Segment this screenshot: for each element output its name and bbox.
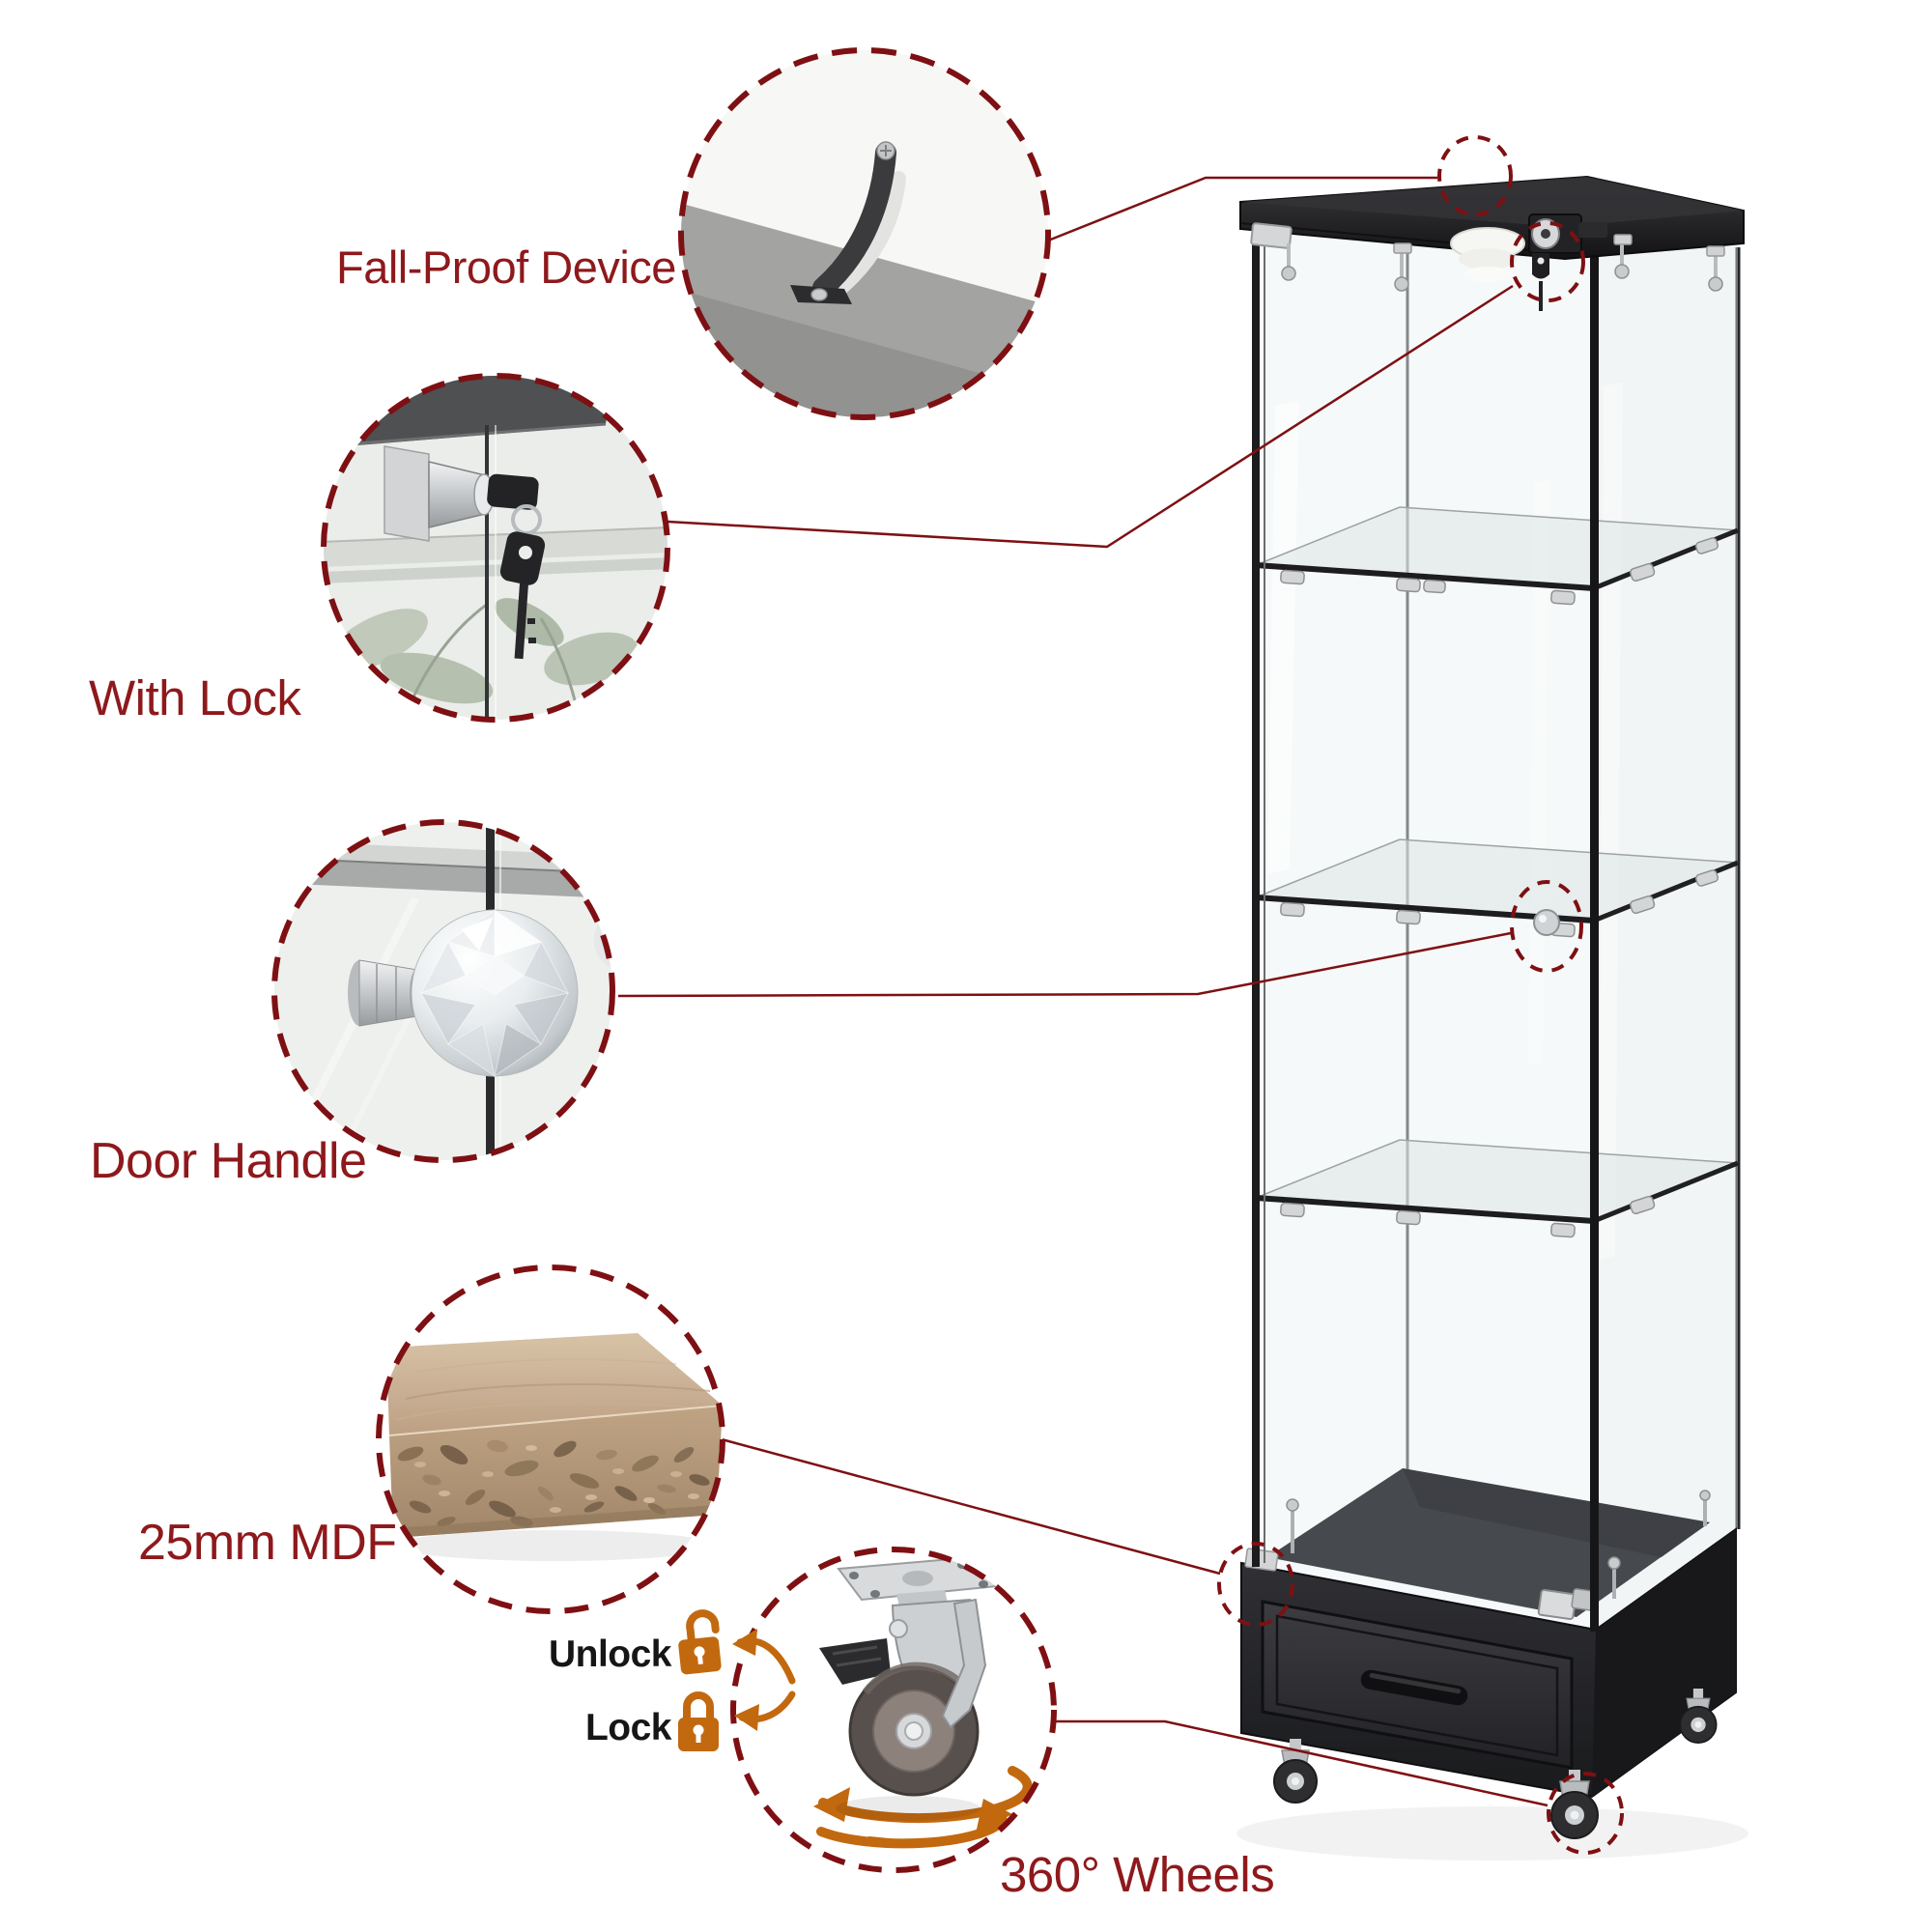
glass-shelf-3	[1255, 1139, 1739, 1238]
cabinet-base	[1240, 1468, 1737, 1839]
base-right-face	[1592, 1529, 1736, 1797]
callout-line-wheels	[1054, 1719, 1548, 1807]
label-unlock: Unlock	[548, 1634, 672, 1675]
drawer-handle	[1360, 1669, 1468, 1706]
target-wheels	[1547, 1772, 1624, 1855]
feature-photo-with-lock	[324, 376, 668, 720]
hanging-key	[499, 531, 546, 660]
door-lock-and-key	[1528, 213, 1607, 311]
label-mdf-board: 25mm MDF	[138, 1515, 397, 1571]
callout-targets	[1217, 135, 1624, 1855]
glass-edge-front-left	[1252, 229, 1260, 1567]
caster-back-right	[1679, 1689, 1718, 1744]
label-360-wheels: 360° Wheels	[1000, 1847, 1275, 1902]
cabinet-illustration	[1236, 175, 1748, 1861]
anti-tip-strap	[812, 142, 896, 298]
base-corner-bracket	[1244, 1548, 1279, 1572]
target-fall-proof	[1437, 135, 1513, 216]
feature-photo-wheel	[733, 1549, 1054, 1870]
ring-with-lock	[321, 373, 670, 723]
mdf-chip-texture	[397, 1439, 710, 1527]
caster-front-right	[1550, 1770, 1599, 1839]
lock-cylinder	[384, 445, 495, 542]
label-door-handle: Door Handle	[90, 1133, 367, 1189]
target-mdf	[1217, 1542, 1294, 1627]
drawer-panel-line	[1275, 1614, 1559, 1757]
callout-line-mdf	[721, 1437, 1221, 1576]
ring-wheels	[730, 1547, 1057, 1873]
label-fall-proof-device: Fall-Proof Device	[336, 242, 676, 293]
callout-line-door-handle	[617, 931, 1512, 998]
inserted-key	[487, 473, 542, 535]
glass-shelf-1	[1255, 506, 1739, 606]
callout-lines	[617, 176, 1548, 1807]
ring-mdf	[376, 1264, 725, 1614]
door-knob-small	[1533, 909, 1560, 936]
top-clips-and-pins	[1250, 222, 1725, 292]
led-light-ring	[1450, 227, 1525, 282]
crystal-knob	[348, 909, 579, 1078]
shelf-clips	[1280, 1195, 1656, 1238]
glass-edge-front-right	[1590, 255, 1599, 1632]
feature-photo-door-handle	[274, 822, 612, 1160]
glass-pane-right	[1594, 243, 1738, 1632]
caster-wheel-photo	[819, 1555, 999, 1797]
rotation-arrows-icon	[813, 1766, 1033, 1849]
glass-shelf-2	[1255, 838, 1739, 938]
ring-fall-proof	[678, 47, 1051, 420]
callout-line-with-lock	[667, 284, 1514, 549]
label-lock: Lock	[584, 1707, 672, 1748]
label-with-lock: With Lock	[89, 670, 301, 725]
glass-reflection	[1267, 401, 1299, 874]
feature-rings	[271, 47, 1057, 1873]
mdf-chip-face	[389, 1406, 723, 1538]
closed-padlock-icon	[678, 1691, 719, 1751]
glass-reflection	[1599, 382, 1623, 1261]
base-pin-balls	[1286, 1490, 1711, 1570]
open-padlock-icon	[678, 1609, 722, 1675]
ring-door-handle	[271, 819, 615, 1163]
target-door-handle	[1510, 880, 1583, 973]
target-lock	[1510, 221, 1585, 302]
base-pins	[1291, 1499, 1707, 1599]
caster-left	[1273, 1739, 1318, 1804]
callout-line-fall-proof	[1047, 176, 1437, 242]
shelf-clips	[1280, 537, 1719, 606]
hanging-key	[1532, 253, 1549, 279]
feature-photo-mdf	[379, 1267, 723, 1611]
base-floor-shade	[1403, 1468, 1710, 1557]
swoosh-arrows-icon	[732, 1629, 796, 1731]
floor-shadow	[1236, 1806, 1748, 1861]
